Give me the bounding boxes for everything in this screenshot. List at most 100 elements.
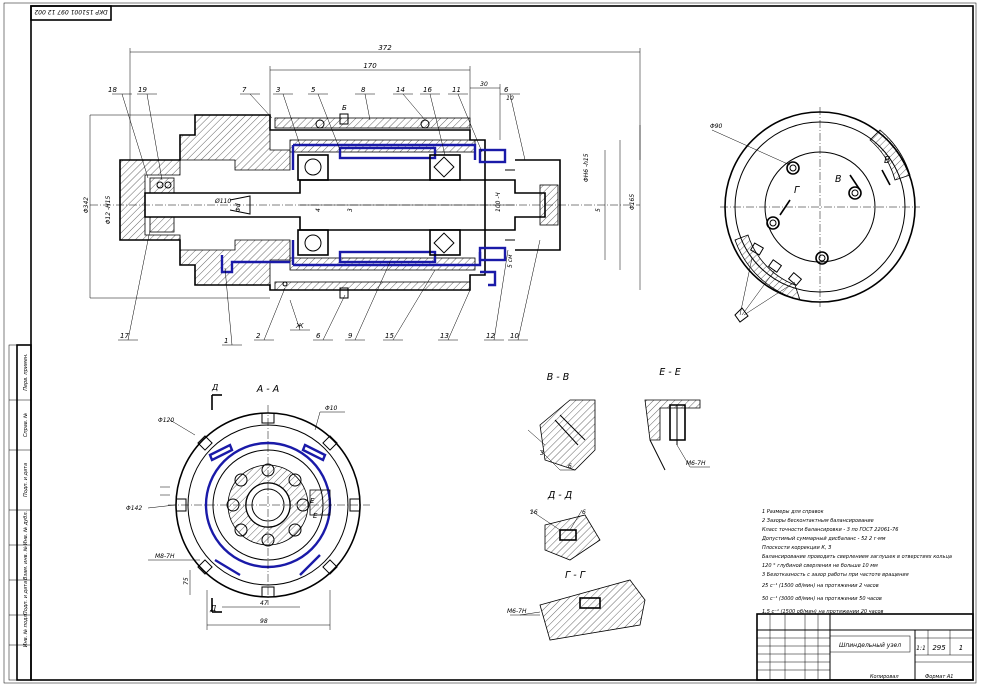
title-block-name: Шпиндельный узел: [839, 642, 901, 649]
section-a-a-title: А - А: [256, 384, 279, 395]
dim-main-diameter: Φ342: [83, 197, 90, 213]
callout-12: 12: [486, 332, 495, 340]
end-view-b-label-2: В: [884, 155, 891, 166]
dim-dia-165: Φ165: [629, 194, 636, 210]
end-view-dia-90: Φ90: [710, 123, 723, 130]
housing-wall-top: [179, 114, 291, 171]
section-a-a-dia-142: Φ142: [126, 505, 142, 512]
section-a-a-dim-47: 47: [260, 600, 268, 607]
section-a-a-e-label-2: Е: [313, 512, 318, 520]
note-10: 50 с⁻¹ (3000 об/мин) на протяжении 50 ча…: [762, 596, 882, 602]
callout-1: 1: [224, 337, 228, 345]
dim-dia-d: Φd: [235, 203, 242, 212]
section-e-e: [644, 399, 710, 471]
callout-b: Б: [342, 104, 347, 112]
side-strip-label-2: Справ. №: [23, 413, 29, 437]
section-d-d-dim-16: 16: [530, 509, 538, 516]
section-d-d-title: Д - Д: [547, 490, 572, 501]
side-strip-label-7: Инв. № подл.: [23, 613, 29, 648]
callout-13: 13: [440, 332, 449, 340]
blue-oil-channel: [220, 255, 290, 274]
blue-ring-top: [291, 143, 477, 170]
end-view: [711, 107, 920, 323]
end-view-b-label: В: [835, 174, 842, 185]
title-block-sheet-count: 1: [959, 644, 963, 652]
section-a-a-d-bottom: Д: [209, 604, 216, 613]
drawing-stamp-box: DKP 151001 097 12 002: [30, 5, 112, 21]
side-strip-label-3: Подп. и дата: [23, 463, 29, 497]
callout-17: 17: [120, 332, 129, 340]
callout-7: 7: [242, 86, 247, 94]
section-v-v-title: В - В: [547, 372, 570, 383]
section-v-v-dim-2: 3: [540, 450, 544, 457]
side-strip-label-4: Инв. № дубл.: [23, 511, 29, 545]
dim-dia-4: 4: [315, 208, 322, 212]
callout-9: 9: [348, 332, 353, 340]
title-block-mass: 295: [932, 644, 946, 652]
blue-rotor-top: [338, 146, 437, 160]
side-strip-label-1: Перв. примен.: [23, 353, 29, 391]
main-section-view: 372 170 30 10 Φ342 Φ12 -H15 Ø110 Φd 4 3 …: [83, 44, 641, 346]
section-a-a-dia-120: Φ120: [158, 417, 174, 424]
dim-5cm: 5 см: [507, 254, 514, 268]
note-11: 1,5 с⁻¹ (1500 об/мин) на протяжении 20 ч…: [762, 609, 884, 615]
blue-rotor-bottom: [338, 250, 437, 264]
dim-dia-100: 100 -Ч: [495, 192, 502, 212]
section-g-g: [510, 579, 646, 641]
callout-leaders-bottom: [118, 229, 541, 346]
title-block: [756, 613, 974, 681]
note-5: Плоскости коррекции К, З: [762, 545, 832, 551]
section-e-e-title: Е - Е: [659, 367, 680, 378]
tool-holder: [515, 159, 561, 251]
dim-overall-length: 372: [378, 44, 392, 52]
note-6: Балансирование проводить сверлением загл…: [762, 554, 952, 560]
note-4: Допустимый суммарный дисбаланс - 52 2 г·…: [761, 536, 886, 542]
tool-clamp: [539, 184, 559, 226]
section-d-d-dim-6: 6: [582, 509, 586, 516]
section-a-a-thread: М8-7H: [155, 553, 175, 560]
callout-11: 11: [452, 86, 461, 94]
drawing-stamp-text: DKP 151001 097 12 002: [34, 8, 107, 15]
section-a-a-dim-98: 98: [260, 618, 268, 625]
section-v-v: [527, 399, 596, 471]
title-block-format: Формат A1: [925, 674, 953, 680]
section-v-v-dim: 6: [568, 463, 572, 470]
rear-cap: [119, 159, 181, 241]
outer-ring-bottom: [274, 281, 471, 291]
callout-14: 14: [396, 86, 405, 94]
title-block-copied: Копировал: [870, 674, 899, 680]
callout-6-bottom: 6: [316, 332, 321, 340]
title-block-scale: 1:1: [916, 645, 926, 652]
section-g-g-thread: М6-7H: [507, 608, 527, 615]
note-1: 1 Размеры для справок: [762, 509, 824, 515]
dim-rear-bore: Φ12 -H15: [105, 196, 112, 225]
callout-2: 2: [256, 332, 261, 340]
note-7: 120 ° глубиной сверления не больше 10 мм: [762, 563, 878, 569]
bearing-left: [297, 154, 329, 256]
section-a-a-dia-110: Φ10: [325, 405, 338, 412]
callout-5: 5: [311, 86, 316, 94]
callout-leaders-top: [112, 93, 526, 181]
outer-ring-top: [274, 117, 471, 129]
dim-length-10: 10: [506, 95, 514, 102]
callout-18: 18: [108, 86, 117, 94]
callout-19: 19: [138, 86, 147, 94]
dim-spindle-bore: Ø110: [214, 198, 231, 205]
end-view-g-label: Г: [794, 185, 800, 196]
dim-dia-3: 3: [347, 208, 354, 212]
callout-zh: Ж: [295, 322, 304, 330]
side-strip: Перв. примен. Справ. № Подп. и дата Инв.…: [8, 344, 32, 681]
dim-length-170: 170: [363, 62, 377, 70]
bearing-rear: [149, 177, 175, 233]
dimension-lines: [89, 48, 641, 299]
note-9: 25 с⁻¹ (1500 об/мин) на протяжении 2 час…: [762, 583, 879, 589]
technical-notes: 1 Размеры для справок 2 Зазоры бесконтак…: [761, 509, 952, 615]
dim-dia-5: 5: [595, 208, 602, 212]
blue-nut-top: [478, 148, 507, 164]
dim-length-30: 30: [480, 81, 488, 88]
note-8: 3 Безотказность с зазор работы при часто…: [762, 572, 909, 578]
section-a-a: [147, 394, 370, 630]
sheet-frame: [3, 2, 977, 684]
blue-nut-bottom: [478, 246, 507, 262]
